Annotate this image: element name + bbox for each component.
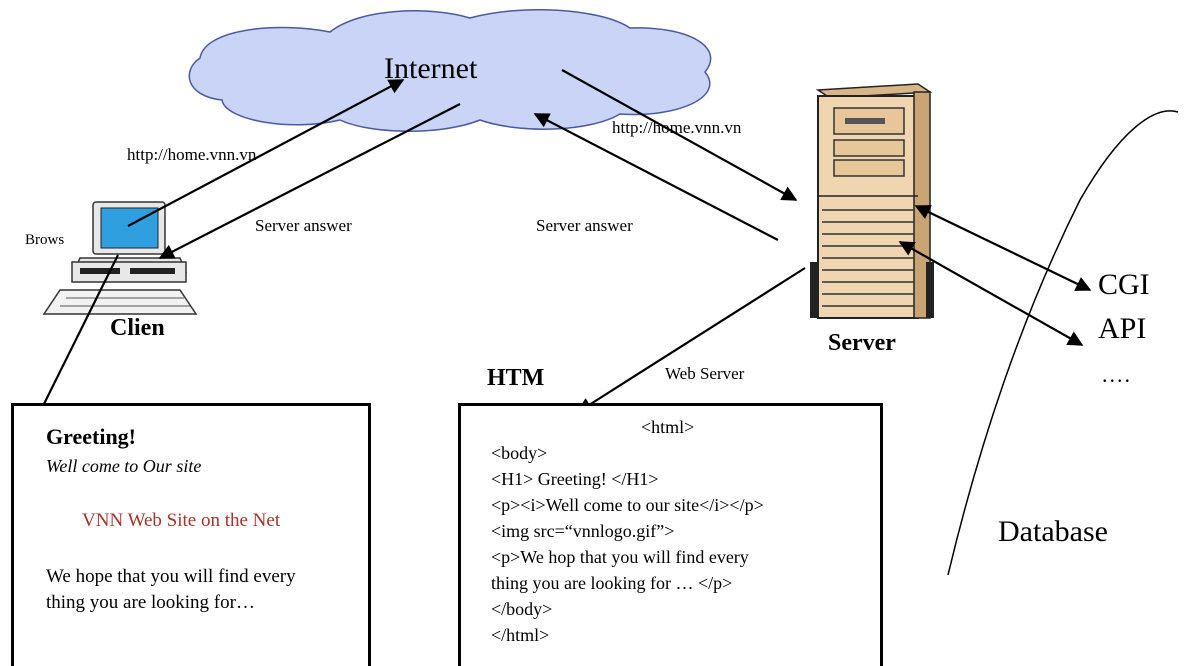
arrow-request-to-server [561,69,798,201]
html-source-line: thing you are looking for … </p> [491,573,733,593]
arrow-client-to-page [34,254,119,424]
url-label-server: http://home.vnn.vn [612,118,742,137]
browser-label: Brows [25,232,65,248]
server-answer-label-right: Server answer [536,216,633,235]
server-label: Server [828,330,896,356]
server-tower-icon [810,83,934,319]
arrow-answer-from-server [533,113,779,241]
page-preview-box: Greeting! Well come to Our site VNN Web … [11,403,371,666]
more-items-label: .... [1102,362,1132,387]
html-source-line: <body> [491,443,548,463]
cgi-label: CGI [1098,268,1150,301]
arrow-server-cgi[interactable] [914,205,1092,291]
preview-subtitle: Well come to Our site [46,456,202,476]
html-source-line: <img src=“vnnlogo.gif”> [491,521,675,541]
html-source-line: <H1> Greeting! </H1> [491,469,659,489]
html-source-line: <html> [641,417,695,437]
html-source-line: <p>We hop that you will find every [491,547,749,567]
arrow-client-request [127,79,405,227]
client-label: Clien [110,315,165,341]
client-computer-icon [42,201,198,315]
preview-body-line-2: thing you are looking for… [46,592,255,613]
arrow-answer-to-client [158,103,461,259]
html-source-line: <p><i>Well come to our site</i></p> [491,495,764,515]
internet-label: Internet [384,52,478,85]
url-label-client: http://home.vnn.vn [127,145,257,164]
api-label: API [1098,312,1147,345]
preview-body-line-1: We hope that you will find every [46,566,296,587]
arrow-server-to-html [576,267,806,413]
preview-heading: Greeting! [46,424,137,449]
database-label: Database [998,515,1108,548]
html-source-box: <html> <body> <H1> Greeting! </H1> <p><i… [458,403,883,666]
server-answer-label-left: Server answer [255,216,352,235]
web-server-label: Web Server [665,364,745,383]
html-source-line: </html> [491,625,550,645]
html-title: HTM [487,365,545,391]
preview-logo-text[interactable]: VNN Web Site on the Net [82,510,281,531]
arrow-server-api[interactable] [898,241,1084,346]
internet-cloud [188,8,712,132]
html-source-line: </body> [491,599,553,619]
